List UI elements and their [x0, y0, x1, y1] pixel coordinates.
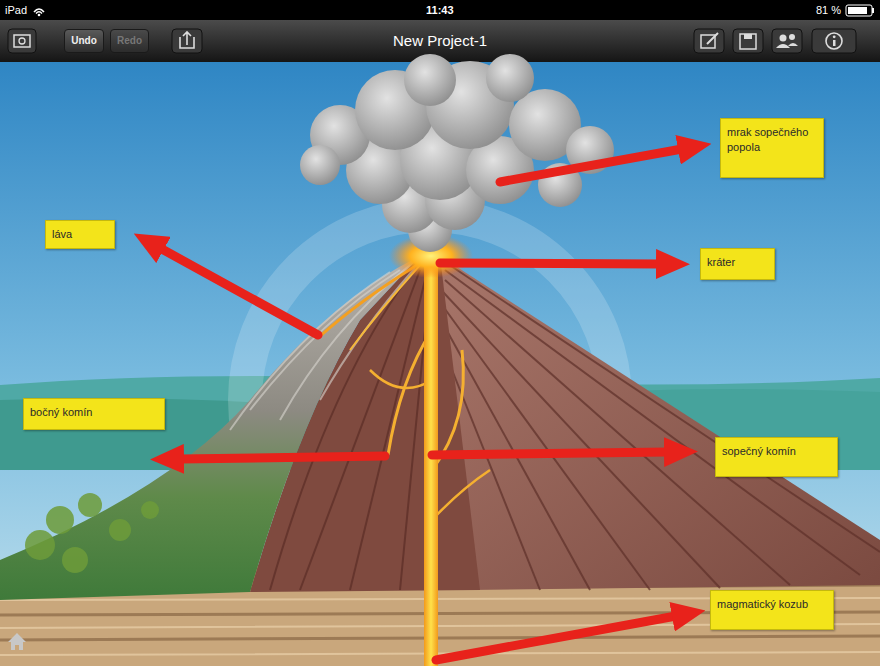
- undo-button: Undo: [64, 29, 104, 53]
- label-text: mrak sopečného popola: [727, 125, 817, 155]
- label-box: bočný komín: [23, 398, 165, 430]
- label-box: magmatický kozub: [710, 590, 834, 630]
- label-text: kráter: [707, 255, 768, 270]
- project-title: New Project-1: [393, 32, 487, 50]
- label-text: Undo: [71, 34, 97, 48]
- clock: 11:43: [426, 3, 454, 17]
- label-box: láva: [45, 220, 115, 249]
- label-text: láva: [52, 227, 108, 242]
- label-text: Redo: [117, 34, 142, 48]
- label-text: bočný komín: [30, 405, 158, 420]
- label-text: sopečný komín: [722, 444, 831, 459]
- label-box: kráter: [700, 248, 775, 280]
- battery-level: 81 %: [816, 3, 841, 17]
- redo-button: Redo: [110, 29, 149, 53]
- label-box: mrak sopečného popola: [720, 118, 824, 178]
- label-box: sopečný komín: [715, 437, 838, 477]
- label-text: magmatický kozub: [717, 597, 827, 612]
- device-name: iPad: [5, 3, 27, 17]
